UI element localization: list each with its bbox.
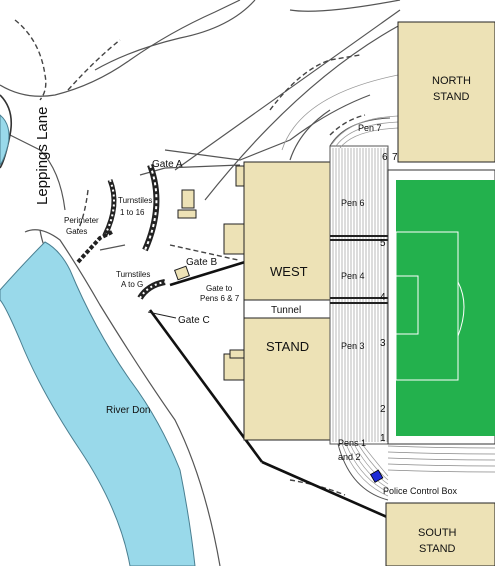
north-curve-lines (281, 74, 399, 151)
label-turnstiles-a-g-line2: A to G (121, 280, 143, 289)
label-gate-c: Gate C (178, 315, 210, 326)
pitch-markings (395, 231, 465, 381)
label-west-stand-upper: WEST (270, 264, 308, 279)
south-terrace-step (353, 443, 389, 485)
terrace-rows (332, 148, 388, 442)
label-west-stand-lower: STAND (266, 339, 309, 354)
river-upper-edge (0, 114, 10, 166)
label-north-stand-line2: STAND (433, 91, 470, 103)
label-gate-pens-line2: Pens 6 & 7 (200, 294, 240, 303)
south-terrace-step (357, 443, 389, 481)
pen-gate-3: 3 (380, 338, 386, 349)
label-south-stand-line2: STAND (419, 543, 456, 555)
dashed-boundaries (14, 19, 366, 496)
label-tunnel: Tunnel (271, 305, 301, 316)
label-perimeter-line1: Perimeter (64, 216, 99, 225)
label-pen6: Pen 6 (341, 198, 365, 208)
gate-pens-wall (169, 260, 246, 287)
pen-gate-7: 7 (392, 152, 398, 163)
turnstiles-1-16-structure (102, 163, 160, 252)
label-turnstiles-a-g-line1: Turnstiles (116, 270, 150, 279)
gate-c-wall (148, 309, 264, 463)
label-turnstiles-1-16-line1: Turnstiles (118, 196, 152, 205)
road-network (0, 0, 401, 301)
gate-c-marker (147, 311, 177, 319)
label-gate-a: Gate A (152, 159, 183, 170)
label-pens12-line2: and 2 (338, 452, 361, 462)
label-north-stand-line1: NORTH (432, 75, 471, 87)
pen-gate-6: 6 (382, 152, 388, 163)
turnstiles-a-g-structure (137, 279, 166, 300)
pen-gate-4: 4 (380, 292, 386, 303)
label-turnstiles-1-16-line2: 1 to 16 (120, 208, 145, 217)
outbuildings (177, 165, 245, 381)
south-terrace-step (349, 443, 389, 489)
south-terrace-rows (341, 443, 389, 497)
gate-c-wall-b (261, 460, 388, 519)
perimeter-gates-structure (76, 230, 113, 264)
south-curve-lines (387, 445, 495, 473)
label-river-don: River Don (106, 405, 150, 416)
label-gate-pens-line1: Gate to (206, 284, 233, 293)
pen-gate-5: 5 (380, 238, 386, 249)
label-pen4: Pen 4 (341, 271, 365, 281)
river-bank-line (24, 229, 221, 566)
south-terrace-step (361, 443, 389, 477)
label-pen3: Pen 3 (341, 341, 365, 351)
south-stand (385, 502, 495, 566)
police-control-box-icon (369, 469, 384, 483)
south-terrace-step (341, 443, 389, 497)
gate-b-building (174, 265, 190, 281)
west-stand-upper (243, 161, 331, 301)
label-south-stand-line1: SOUTH (418, 527, 457, 539)
label-pen7: Pen 7 (358, 123, 382, 133)
pen-gate-1: 1 (380, 433, 386, 444)
river-don (0, 241, 196, 566)
pitch (396, 180, 495, 436)
label-gate-b: Gate B (186, 257, 217, 268)
south-terrace-step (345, 443, 389, 493)
label-police-control-box: Police Control Box (383, 486, 458, 496)
label-pens12-line1: Pens 1 (338, 438, 366, 448)
pen-dividers (330, 235, 388, 304)
south-terrace-curve (337, 443, 389, 501)
north-stand (397, 21, 495, 163)
pen-gate-2: 2 (380, 404, 386, 415)
west-stand-lower (243, 317, 331, 441)
street-leppings-lane: Leppings Lane (34, 107, 51, 205)
label-perimeter-line2: Gates (66, 227, 87, 236)
